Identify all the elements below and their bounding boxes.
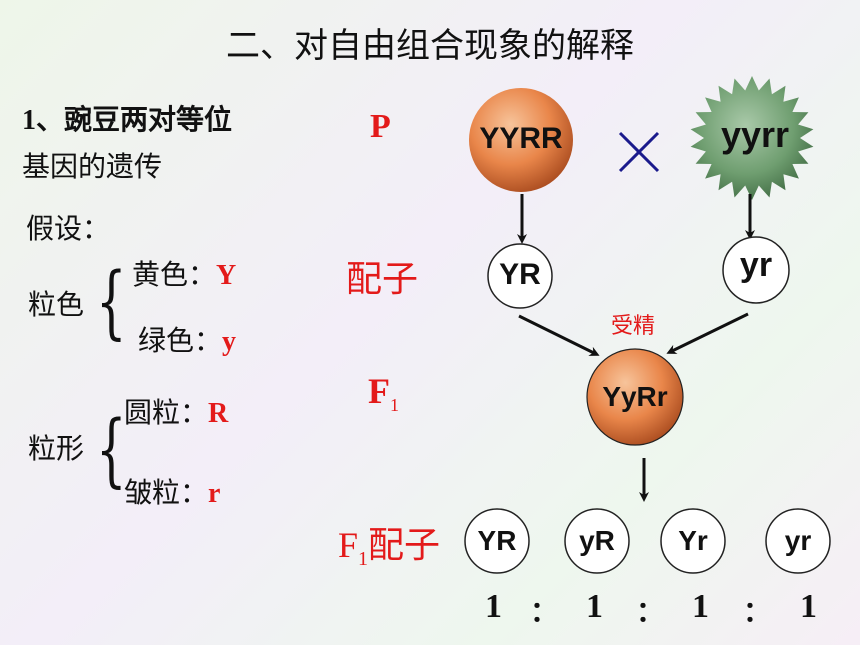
ratio-value-0: 1 [485,588,502,625]
fertilization-label: 受精 [611,314,656,339]
f1-gamete-circle-1 [564,508,630,574]
f1-label: YyRr [602,381,668,412]
assumption-label: 假设： [26,212,111,245]
shape-item-wrinkled: 皱粒：r [124,470,220,517]
row-label-f1-main: F [368,371,390,411]
f1-gamete-label-3: yr [784,525,812,556]
f1-gamete-label-2: Yr [678,525,708,556]
ratio-value-1: 1 [586,588,603,625]
shape-brace: { [96,403,127,496]
color-item-green-gene: y [222,326,237,357]
heading-line2: 基因的遗传 [22,150,163,183]
shape-item-round-gene: R [208,398,229,429]
heading-line1: 1、豌豆两对等位 [22,105,233,136]
f1-ball [586,348,684,446]
gamete-left-circle [487,243,553,309]
ratio-sep-0: ： [530,597,559,628]
shape-item-wrinkled-name: 皱粒： [124,476,209,509]
row-label-gamete: 配子 [346,259,419,300]
row-label-f1-sub: 1 [390,395,399,416]
row-label-f1-gamete-suffix: 配子 [368,525,441,566]
row-label-p: P [370,108,391,145]
ratio-sep-2: ： [743,597,772,628]
shape-item-round: 圆粒：R [124,390,228,437]
parent-left-label: YYRR [479,122,563,155]
f1-gamete-label-0: YR [477,525,517,556]
parent-right-label: yyrr [720,114,790,155]
shape-group-label: 粒形 [28,432,85,465]
gamete-right-circle [722,236,790,304]
arrow-fertilize-left [518,314,600,356]
f1-gamete-circle-0 [464,508,530,574]
color-brace: { [96,255,127,348]
arrow-fertilize-right [666,312,749,354]
f1-gamete-circle-3 [765,508,831,574]
gamete-right-label: yr [739,246,773,284]
row-label-f1-gamete: F1配子 [338,516,440,571]
heading: 1、豌豆两对等位 基因的遗传 [22,98,232,190]
ratio-value-2: 1 [692,588,709,625]
row-label-f1: F1 [368,370,399,416]
cross-symbol [618,131,660,173]
shape-item-wrinkled-gene: r [208,478,221,509]
gamete-left-label: YR [499,258,541,291]
color-item-green-name: 绿色： [138,324,223,357]
color-item-green: 绿色：y [138,318,236,365]
ratio-sep-1: ： [636,597,665,628]
color-item-yellow-gene: Y [216,260,237,291]
row-label-f1-gamete-main: F [338,525,359,565]
f1-gamete-circle-2 [660,508,726,574]
shape-item-round-name: 圆粒： [124,396,209,429]
color-item-yellow-name: 黄色： [132,258,217,291]
row-label-f1-gamete-sub: 1 [358,548,369,571]
ratio-value-3: 1 [800,588,817,625]
parent-left-ball [469,88,573,192]
page-title: 二、对自由组合现象的解释 [226,26,634,66]
f1-gamete-label-1: yR [579,525,615,556]
parent-right-burst [690,76,814,200]
color-item-yellow: 黄色：Y [132,252,236,299]
color-group-label: 粒色 [28,288,85,321]
